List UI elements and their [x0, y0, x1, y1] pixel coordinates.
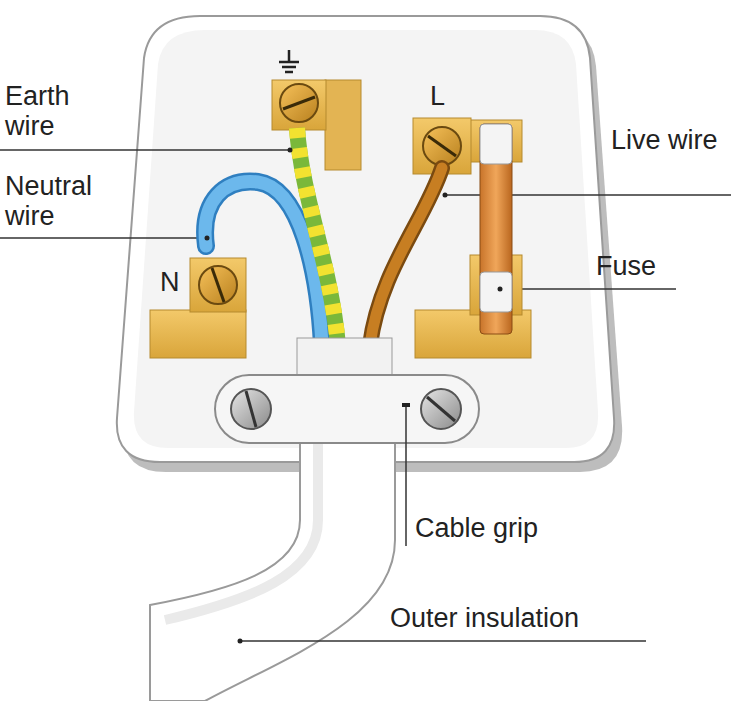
part-label: Neutral wire: [5, 172, 123, 231]
terminal-letter: N: [160, 268, 190, 298]
part-label: Cable grip: [415, 514, 715, 544]
part-label: Earth wire: [5, 82, 100, 141]
part-label: Outer insulation: [390, 604, 720, 634]
part-label: Fuse: [596, 252, 716, 282]
part-label: Live wire: [611, 126, 721, 156]
terminal-letter: L: [430, 82, 460, 112]
